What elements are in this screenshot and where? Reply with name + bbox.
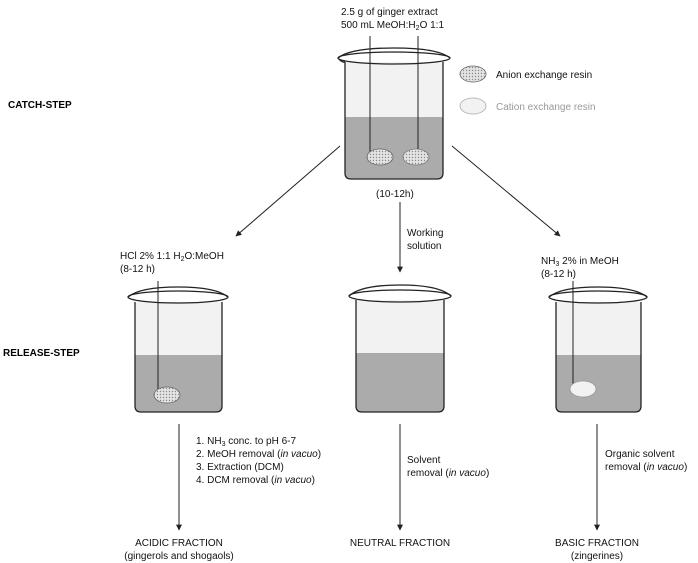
anion-resin-bag-icon	[366, 148, 394, 166]
solvent-label: 500 mL MeOH:H2O 1:1	[341, 20, 444, 32]
neutral-fraction-label: NEUTRAL FRACTION	[350, 538, 450, 549]
catch-step-label: CATCH-STEP	[8, 100, 72, 111]
basic-fraction-sub: (zingerines)	[571, 551, 623, 562]
working-label: Working	[407, 228, 444, 239]
acidic-beaker	[127, 281, 229, 413]
workup-step-3: 3. Extraction (DCM)	[196, 462, 284, 473]
acidic-fraction-sub: (gingerols and shogaols)	[124, 551, 234, 562]
base-condition-label: NH3 2% in MeOH	[541, 256, 619, 268]
extract-amount-label: 2.5 g of ginger extract	[341, 7, 438, 18]
basic-workup-line1: Organic solvent	[605, 449, 675, 460]
catch-liquid	[345, 117, 443, 179]
neutral-workup-line1: Solvent	[407, 455, 441, 466]
anion-resin-bag-icon	[153, 386, 181, 404]
arrow-to-basic	[451, 145, 561, 237]
arrow-to-acidic	[235, 145, 341, 237]
base-time-label: (8-12 h)	[541, 269, 576, 280]
basic-fraction-label: BASIC FRACTION	[555, 538, 639, 549]
neutral-liquid	[356, 353, 444, 412]
neutral-workup-line2: removal (in vacuo)	[407, 468, 489, 479]
basic-liquid	[556, 355, 641, 412]
acidic-fraction-label: ACIDIC FRACTION	[135, 538, 223, 549]
acid-time-label: (8-12 h)	[120, 264, 155, 275]
catch-beaker	[337, 36, 451, 180]
workup-step-4: 4. DCM removal (in vacuo)	[196, 475, 315, 486]
acidic-liquid	[135, 355, 222, 412]
release-step-label: RELEASE-STEP	[3, 348, 80, 359]
catch-time-label: (10-12h)	[376, 189, 414, 200]
workup-step-2: 2. MeOH removal (in vacuo)	[196, 449, 321, 460]
solution-label: solution	[407, 241, 441, 252]
legend-cation-label: Cation exchange resin	[496, 102, 596, 113]
cation-resin-bag-icon	[402, 148, 430, 166]
anion-resin-legend-icon	[459, 65, 487, 83]
workup-step-1: 1. NH3 conc. to pH 6-7	[196, 436, 296, 448]
basic-beaker	[548, 281, 648, 413]
acid-condition-label: HCl 2% 1:1 H2O:MeOH	[120, 251, 224, 263]
basic-workup-line2: removal (in vacuo)	[605, 462, 687, 473]
cation-resin-bag-icon	[569, 380, 597, 398]
neutral-beaker	[348, 284, 452, 413]
cation-resin-legend-icon	[459, 97, 487, 115]
legend-anion-label: Anion exchange resin	[496, 70, 592, 81]
